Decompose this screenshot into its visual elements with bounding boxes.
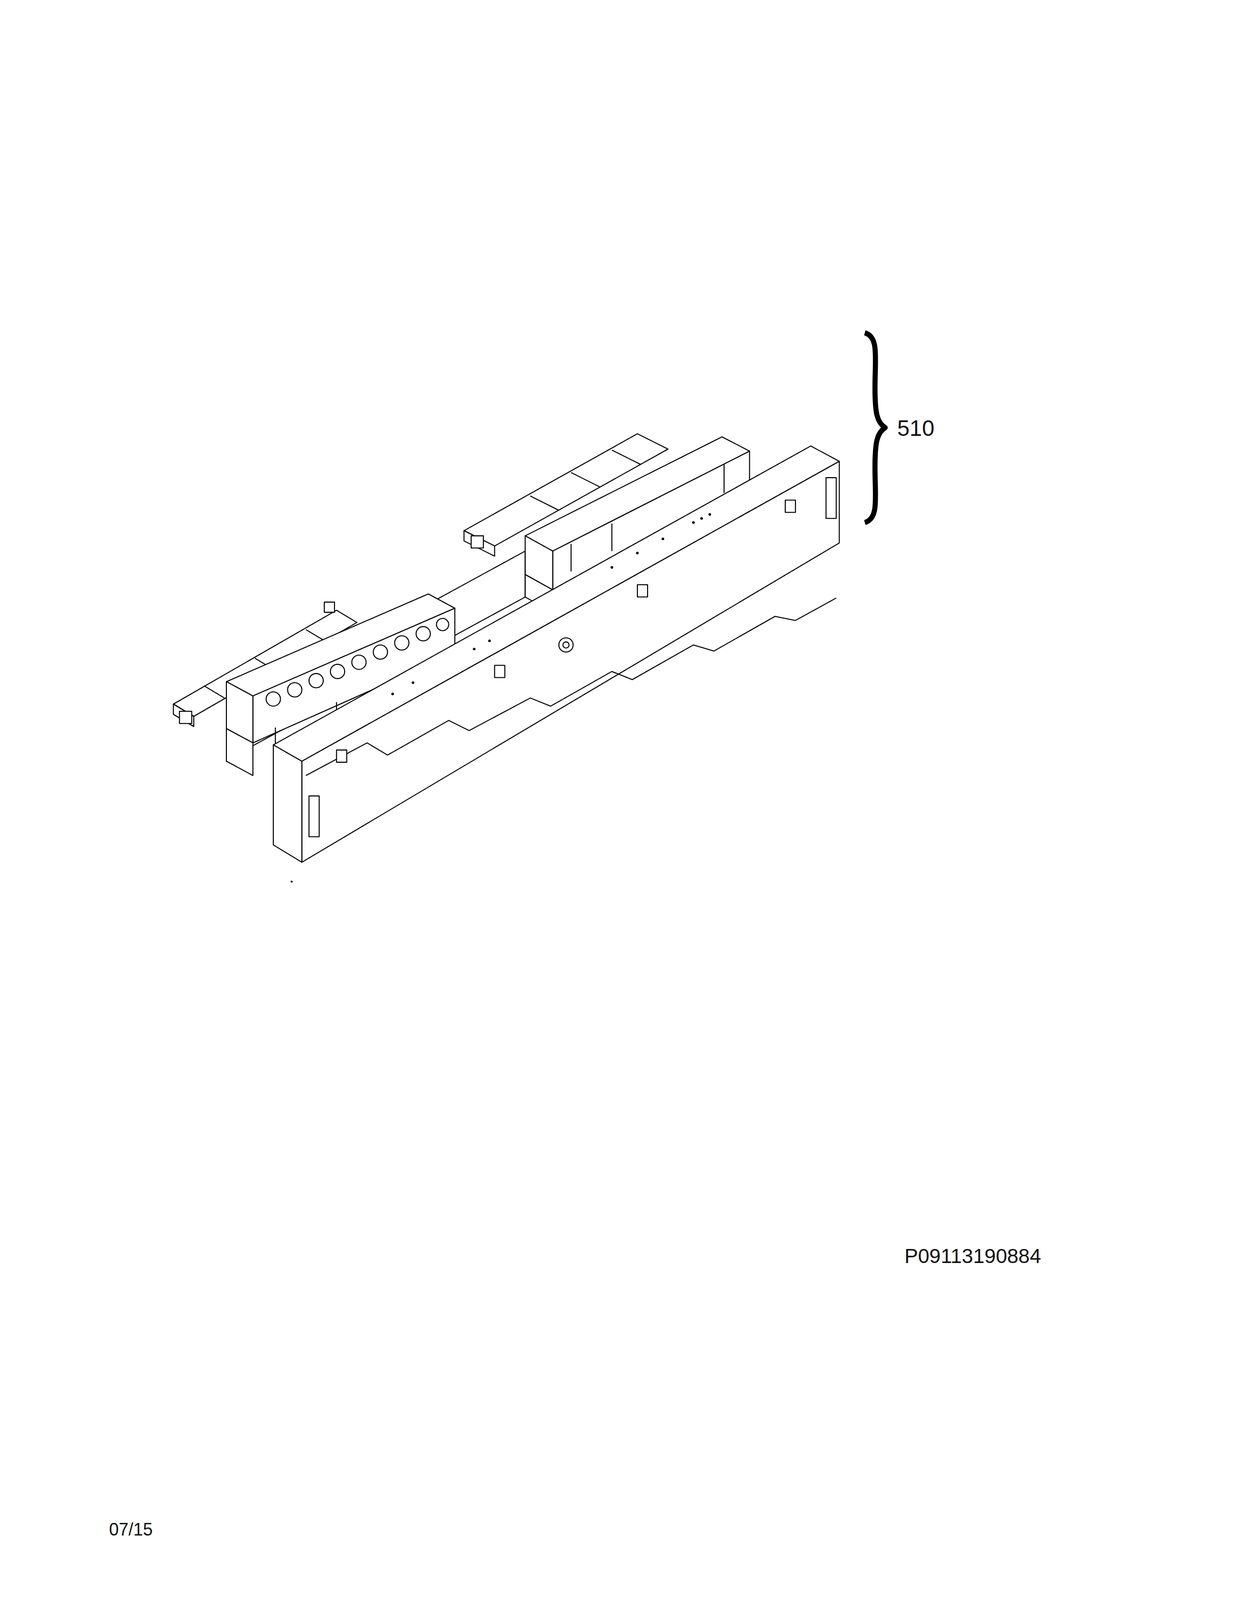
console-bar <box>273 445 840 883</box>
callout-number: 510 <box>897 416 935 440</box>
date-code: 07/15 <box>109 1520 153 1538</box>
diagram-code: P09113190884 <box>904 1245 1042 1267</box>
group-bracket <box>864 332 886 523</box>
